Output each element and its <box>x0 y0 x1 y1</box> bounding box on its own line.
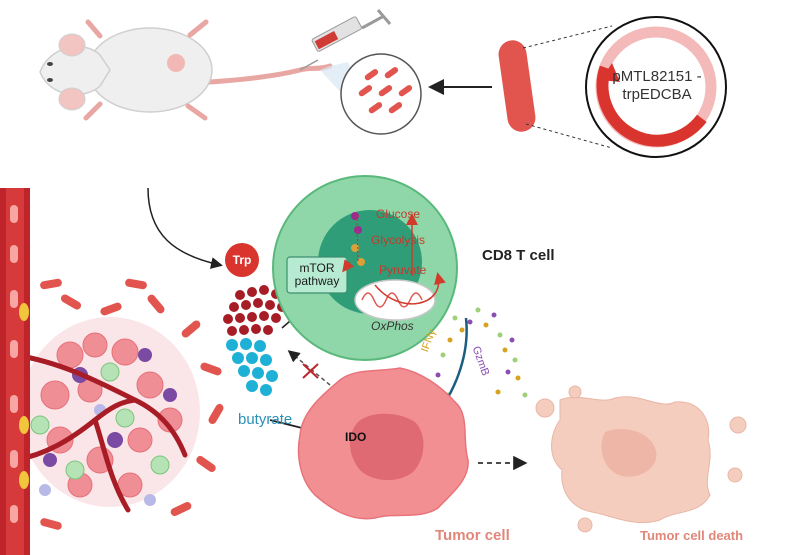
dead-tumor-nucleus <box>601 428 657 477</box>
glycolysis-path <box>342 212 446 305</box>
trp-badge <box>225 243 259 277</box>
tumor-nucleus <box>349 413 424 481</box>
mtor-box <box>286 256 348 294</box>
tumor-tissue <box>12 317 200 513</box>
butyrate-label: butyrate <box>238 411 293 428</box>
butyrate-dots <box>226 338 278 396</box>
inhibition-cross <box>302 363 319 379</box>
blood-vessel-icon <box>0 188 30 555</box>
trp-label: Trp <box>232 253 252 267</box>
cd8-t-cell-label: CD8 T cell <box>482 247 555 264</box>
mtor-label: mTOR pathway <box>294 261 340 288</box>
trp-dots <box>223 285 287 336</box>
oxphos-label: OxPhos <box>371 319 414 333</box>
scattered-bacteria <box>40 278 224 530</box>
tumor-cell-label: Tumor cell <box>435 527 510 544</box>
syringe-icon <box>299 9 392 71</box>
bacterium-icon <box>498 40 536 132</box>
glucose-label: Glucose <box>376 207 421 221</box>
bacteria-cluster <box>358 67 413 114</box>
arrow-to-trp <box>147 187 223 269</box>
pyruvate-label: Pyruvate <box>379 263 427 277</box>
blocked-arrow-from-tumor <box>287 350 331 386</box>
plasmid-icon <box>595 26 717 148</box>
tumor-cell-death-label: Tumor cell death <box>640 528 744 543</box>
ido-label: IDO <box>345 430 367 444</box>
mouse-icon <box>39 19 333 121</box>
plasmid-label: pMTL82151 -trpEDCBA <box>612 68 702 103</box>
glycolysis-label: Glycolysis <box>371 233 426 247</box>
